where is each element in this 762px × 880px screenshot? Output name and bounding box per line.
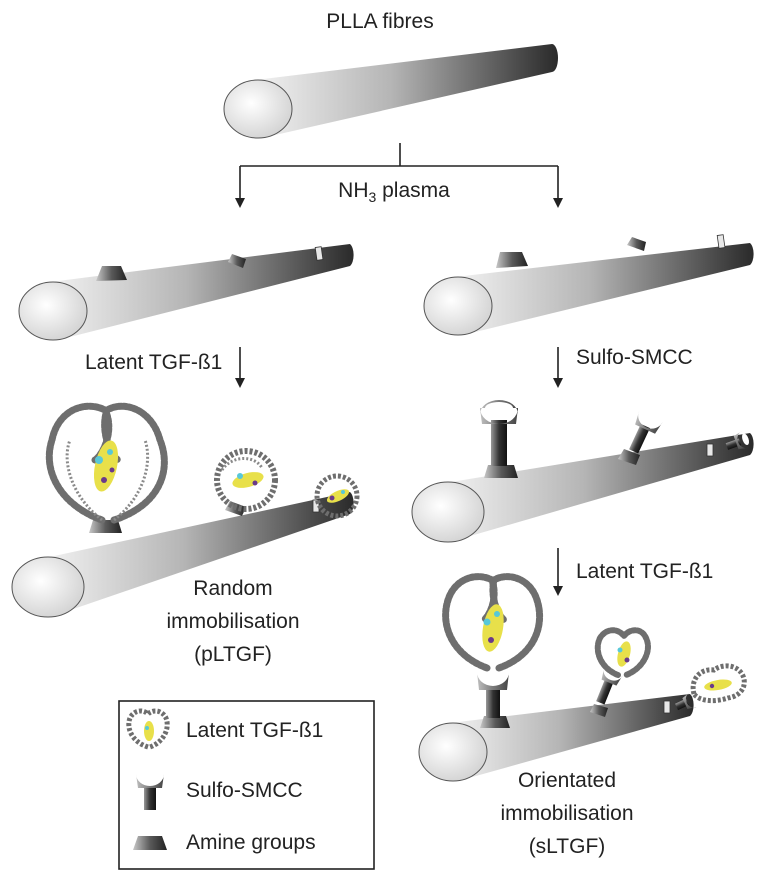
sulfo-smcc-linker-icon	[725, 430, 750, 450]
amine-group-icon	[96, 266, 127, 281]
amine-group-icon	[618, 449, 640, 465]
aminated-fibre-left	[18, 244, 354, 341]
latent-tgf-protein-icon	[690, 663, 747, 704]
latent-tgf-protein-icon	[126, 708, 170, 750]
sulfo-smcc-linker-icon	[480, 400, 518, 466]
legend-label-amine-groups: Amine groups	[186, 831, 316, 854]
left-step-label: Latent TGF-ß1	[85, 351, 222, 374]
legend: Latent TGF-ß1 Sulfo-SMCC Amine groups	[118, 700, 375, 870]
aminated-fibre-right	[423, 234, 754, 336]
amine-group-icon	[480, 716, 510, 728]
step-arrow-right-1	[553, 347, 563, 388]
sulfo-smcc-linker-icon	[675, 692, 697, 711]
right-step1-label: Sulfo-SMCC	[576, 346, 693, 369]
latent-tgf-protein-icon	[442, 573, 544, 672]
legend-label-latent-tgf: Latent TGF-ß1	[186, 719, 323, 742]
amine-group-icon	[484, 465, 518, 478]
plla-fibre-untreated	[223, 44, 558, 139]
amine-group-icon	[716, 234, 726, 249]
amine-group-icon	[496, 252, 528, 268]
right-step2-label: Latent TGF-ß1	[576, 560, 713, 583]
amine-group-icon	[133, 836, 167, 850]
latent-tgf-protein-icon	[45, 402, 168, 524]
diagram-title: PLLA fibres	[326, 10, 433, 33]
orientated-result-line-3: (sLTGF)	[529, 835, 606, 858]
latent-tgf-protein-icon	[594, 627, 651, 678]
amine-group-icon	[706, 443, 714, 457]
step-arrow-left	[235, 347, 245, 388]
step-arrow-right-2	[553, 548, 563, 596]
branch-arrows	[235, 143, 563, 208]
plasma-step-label: NH3 plasma	[338, 179, 450, 205]
sulfo-smcc-fibre	[411, 400, 754, 543]
sulfo-smcc-linker-icon	[596, 667, 623, 705]
latent-tgf-protein-icon	[214, 448, 278, 512]
amine-group-icon	[314, 246, 324, 261]
random-immobilisation-fibre	[11, 492, 354, 618]
amine-group-icon	[627, 237, 646, 251]
sulfo-smcc-linker-icon	[629, 410, 663, 454]
orientated-immobilisation-fibre	[418, 667, 697, 782]
orientated-result-line-2: immobilisation	[500, 802, 633, 825]
random-result-line-3: (pLTGF)	[194, 643, 272, 666]
amine-group-icon	[590, 704, 608, 717]
orientated-result-line-1: Orientated	[518, 769, 616, 792]
sulfo-smcc-linker-icon	[136, 770, 164, 810]
legend-label-sulfo-smcc: Sulfo-SMCC	[186, 779, 303, 802]
random-result-line-2: immobilisation	[166, 610, 299, 633]
latent-tgf-protein-icon	[314, 473, 360, 519]
sulfo-smcc-linker-icon	[477, 667, 509, 718]
random-result-line-1: Random	[193, 577, 272, 600]
amine-group-icon	[663, 700, 671, 714]
amine-group-icon	[228, 254, 246, 268]
